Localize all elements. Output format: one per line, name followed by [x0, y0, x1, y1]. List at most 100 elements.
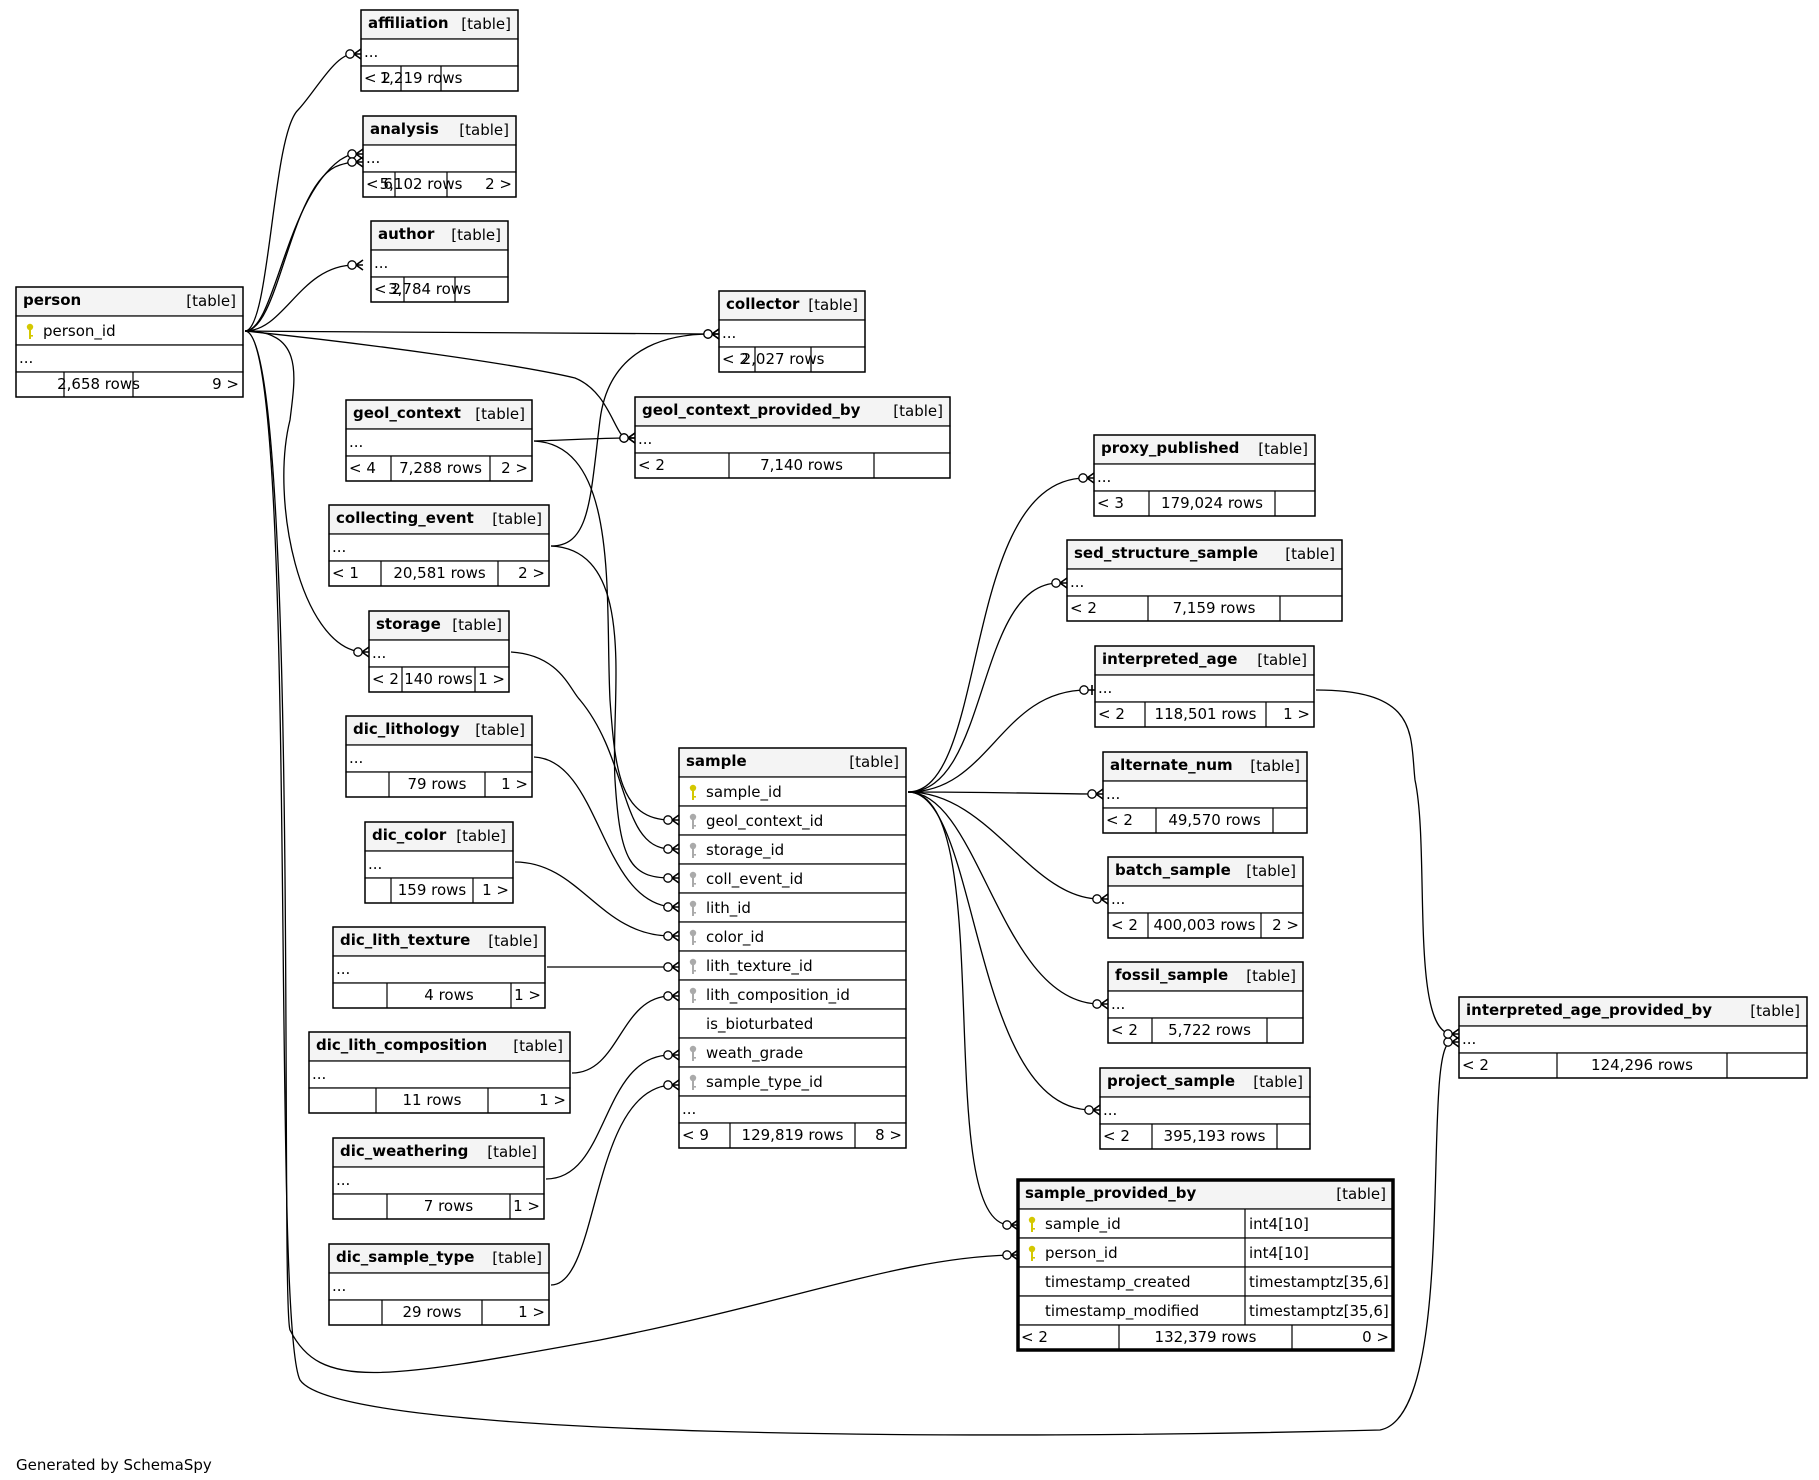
column-row[interactable]: coll_event_id — [678, 863, 907, 894]
column-row[interactable]: lith_id — [678, 892, 907, 923]
relationship-edge — [907, 477, 1087, 793]
table-author[interactable]: author[table]...< 23,784 rows — [370, 220, 509, 303]
column-row[interactable]: weath_grade — [678, 1037, 907, 1068]
column-name: sample_type_id — [706, 1073, 823, 1092]
column-name: sample_id — [1045, 1215, 1121, 1234]
relationship-edge — [244, 161, 356, 332]
table-border — [368, 610, 510, 693]
column-row[interactable]: lith_composition_id — [678, 979, 907, 1010]
parents-count: < 4 — [349, 459, 376, 477]
foreign-key-icon — [689, 1074, 697, 1090]
table-border — [1099, 1067, 1311, 1150]
relationship-edge — [545, 1054, 672, 1180]
crow-foot-marker — [1092, 998, 1109, 1010]
column-row[interactable]: sample_type_id — [678, 1066, 907, 1097]
column-row[interactable]: sample_id — [678, 776, 907, 807]
table-border — [328, 1243, 550, 1326]
column-name: lith_id — [706, 899, 751, 918]
parents-count: < 2 — [1070, 599, 1097, 617]
relationship-edge — [510, 651, 672, 850]
column-row[interactable]: geol_context_id — [678, 805, 907, 836]
table-interpreted-age-provided-by[interactable]: interpreted_age_provided_by[table]...< 2… — [1458, 996, 1808, 1079]
table-affiliation[interactable]: affiliation[table]...< 21,219 rows — [360, 9, 519, 92]
children-count: 1 > — [501, 775, 528, 793]
table-type-label: [table] — [513, 1037, 563, 1055]
column-row[interactable]: color_id — [678, 921, 907, 952]
relationship-edge — [571, 995, 672, 1074]
more-columns-ellipsis: ... — [336, 960, 350, 978]
table-type-label: [table] — [475, 405, 525, 423]
column-row[interactable]: is_bioturbated — [678, 1008, 907, 1039]
table-type-label: [table] — [459, 121, 509, 139]
foreign-key-icon — [689, 900, 697, 916]
table-border — [362, 115, 517, 198]
table-type-label: [table] — [1253, 1073, 1303, 1091]
foreign-key-icon — [689, 958, 697, 974]
column-name: lith_composition_id — [706, 986, 850, 1005]
more-columns-ellipsis: ... — [1462, 1030, 1476, 1048]
more-columns-ellipsis: ... — [1070, 573, 1084, 591]
row-count: 3,784 rows — [388, 280, 471, 298]
table-collector[interactable]: collector[table]...< 22,027 rows — [718, 290, 866, 373]
foreign-key-icon — [689, 987, 697, 1003]
row-count: 7,159 rows — [1173, 599, 1256, 617]
column-row[interactable]: storage_id — [678, 834, 907, 865]
column-name: is_bioturbated — [706, 1015, 813, 1034]
children-count: 1 > — [482, 881, 509, 899]
column-row[interactable]: person_id — [15, 315, 244, 346]
table-border — [15, 286, 244, 398]
column-row[interactable]: lith_texture_id — [678, 950, 907, 981]
children-count: 1 > — [518, 1303, 545, 1321]
crow-foot-marker — [663, 843, 680, 855]
table-type-label: [table] — [475, 721, 525, 739]
relationship-edge — [907, 582, 1060, 793]
table-stats-row: 79 rows 1 > — [345, 771, 533, 798]
table-border — [328, 504, 550, 587]
more-columns-ellipsis: ... — [332, 1277, 346, 1295]
foreign-key-icon — [689, 813, 697, 829]
more-columns-ellipsis: ... — [1106, 785, 1120, 803]
relationship-edge — [907, 689, 1088, 793]
table-border — [1102, 751, 1308, 834]
crow-foot-marker — [663, 1079, 680, 1091]
table-sample[interactable]: sample[table]sample_idgeol_context_idsto… — [678, 747, 907, 1149]
table-type-label: [table] — [1250, 757, 1300, 775]
relationship-edge — [244, 153, 356, 332]
parents-count: < 2 — [1111, 1021, 1138, 1039]
relationship-edges — [244, 48, 1460, 1436]
row-count: 140 rows — [404, 670, 473, 688]
row-count: 79 rows — [408, 775, 467, 793]
parents-count: < 2 — [1462, 1056, 1489, 1074]
relationship-edge — [244, 330, 712, 335]
table-type-label: [table] — [488, 932, 538, 950]
